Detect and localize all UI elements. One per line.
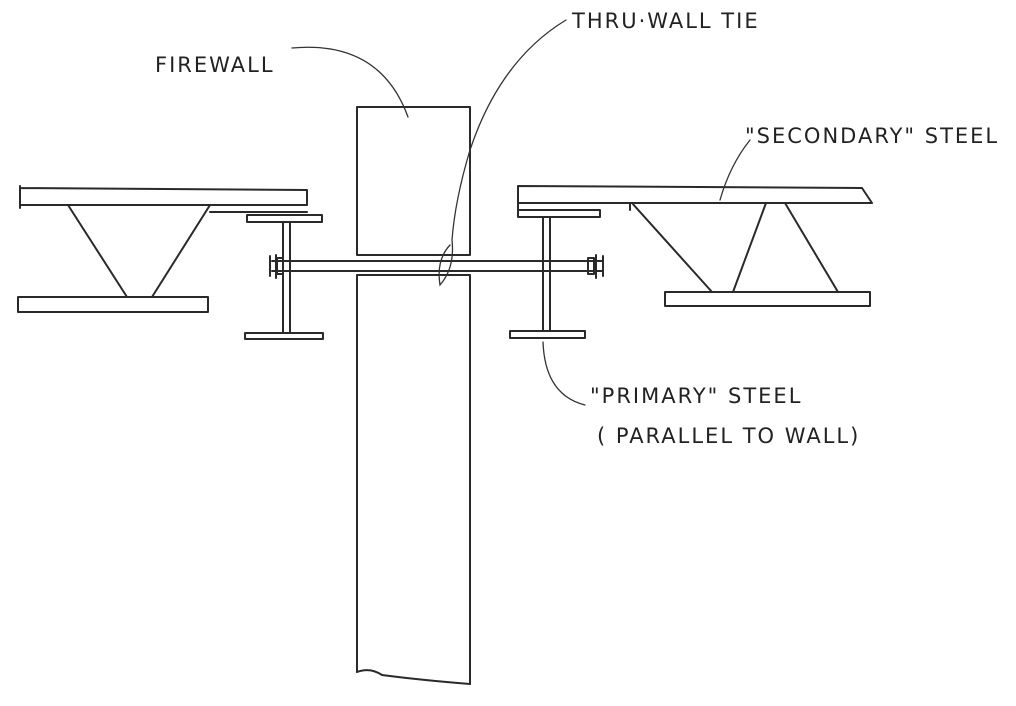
primary-steel-leader xyxy=(542,341,586,406)
thru-wall-tie-rod xyxy=(269,254,604,279)
right-secondary-joist xyxy=(517,185,873,307)
firewall xyxy=(356,106,471,685)
secondary-steel-leader xyxy=(719,139,751,201)
left-secondary-joist xyxy=(17,185,308,313)
thru-wall-tie-leader xyxy=(438,19,567,287)
primary-steel-label: "PRIMARY" STEEL xyxy=(590,384,802,408)
firewall-label: FIREWALL xyxy=(155,53,275,77)
thru-wall-tie-label: THRU·WALL TIE xyxy=(571,9,760,33)
right-primary-beam xyxy=(509,209,601,339)
left-primary-beam xyxy=(244,214,324,340)
secondary-steel-label: "SECONDARY" STEEL xyxy=(745,124,999,148)
primary-steel-note: ( PARALLEL TO WALL) xyxy=(597,424,860,448)
firewall-leader xyxy=(291,46,409,118)
